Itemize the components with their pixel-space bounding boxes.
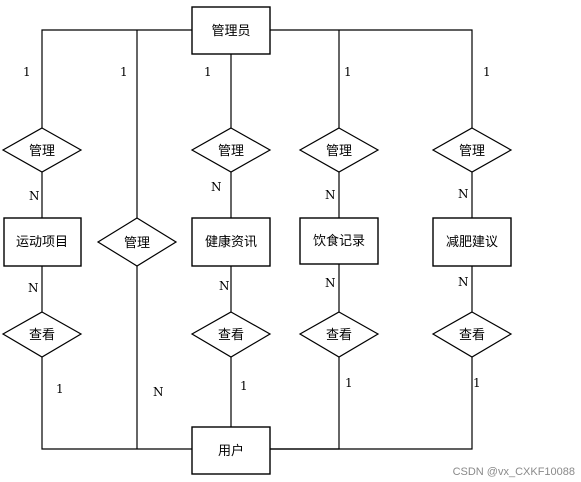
cardinality-labels: 1 1 1 1 1 N N N N N N N N 1 N 1 1 1 xyxy=(23,65,491,399)
relationship-manage-diet-label: 管理 xyxy=(326,143,352,158)
cardinality-user-exercise: 1 xyxy=(56,382,64,396)
cardinality-admin-exercise: 1 xyxy=(23,65,31,79)
cardinality-user-health: 1 xyxy=(240,379,248,393)
cardinality-admin-diet: 1 xyxy=(344,65,352,79)
entity-user-label: 用户 xyxy=(218,443,244,458)
relationship-view-weightloss-label: 查看 xyxy=(459,327,485,342)
entity-exercise-label: 运动项目 xyxy=(16,234,68,249)
relationship-view-exercise-label: 查看 xyxy=(29,327,55,342)
cardinality-exercise-view: N xyxy=(28,281,39,295)
relationship-manage-health: 管理 xyxy=(190,127,272,173)
relationship-manage-exercise-label: 管理 xyxy=(29,143,55,158)
cardinality-weightloss-view: N xyxy=(458,275,469,289)
relationship-manage-diet: 管理 xyxy=(298,127,380,173)
cardinality-diet-manage: N xyxy=(325,188,336,202)
watermark: CSDN @vx_CXKF10088 xyxy=(452,466,575,478)
relationship-view-exercise: 查看 xyxy=(1,311,83,358)
entity-diet-label: 饮食记录 xyxy=(313,233,365,248)
cardinality-admin-user: 1 xyxy=(120,65,128,79)
relationship-view-health: 查看 xyxy=(190,311,272,358)
cardinality-health-manage: N xyxy=(211,180,222,194)
entity-health: 健康资讯 xyxy=(191,217,271,267)
relationship-view-weightloss: 查看 xyxy=(431,311,513,358)
relationship-view-diet-label: 查看 xyxy=(326,327,352,342)
cardinality-health-view: N xyxy=(219,279,230,293)
entity-weightloss-label: 减肥建议 xyxy=(446,234,498,249)
cardinality-user-diet: 1 xyxy=(345,376,353,390)
cardinality-exercise-manage: N xyxy=(29,189,40,203)
cardinality-weightloss-manage: N xyxy=(458,187,469,201)
entity-user: 用户 xyxy=(191,426,271,475)
cardinality-diet-view: N xyxy=(325,276,336,290)
relationship-manage-user: 管理 xyxy=(96,217,178,267)
cardinality-user-weightloss: 1 xyxy=(473,376,481,390)
entity-admin-label: 管理员 xyxy=(211,23,250,38)
entity-diet: 饮食记录 xyxy=(299,217,379,265)
relationship-manage-user-label: 管理 xyxy=(124,235,150,250)
relationship-manage-weightloss-label: 管理 xyxy=(459,143,485,158)
cardinality-admin-weightloss: 1 xyxy=(483,65,491,79)
cardinality-user-manage: N xyxy=(153,385,164,399)
cardinality-admin-health: 1 xyxy=(204,65,212,79)
relationship-manage-exercise: 管理 xyxy=(1,127,83,173)
relationship-manage-weightloss: 管理 xyxy=(431,127,513,173)
relationship-view-health-label: 查看 xyxy=(218,327,244,342)
entity-exercise: 运动项目 xyxy=(3,217,82,267)
relationship-manage-health-label: 管理 xyxy=(218,143,244,158)
entity-weightloss: 减肥建议 xyxy=(432,217,512,267)
entity-admin: 管理员 xyxy=(191,6,271,55)
relationship-view-diet: 查看 xyxy=(298,311,380,358)
entity-health-label: 健康资讯 xyxy=(205,234,257,249)
connector-lines xyxy=(41,29,473,450)
